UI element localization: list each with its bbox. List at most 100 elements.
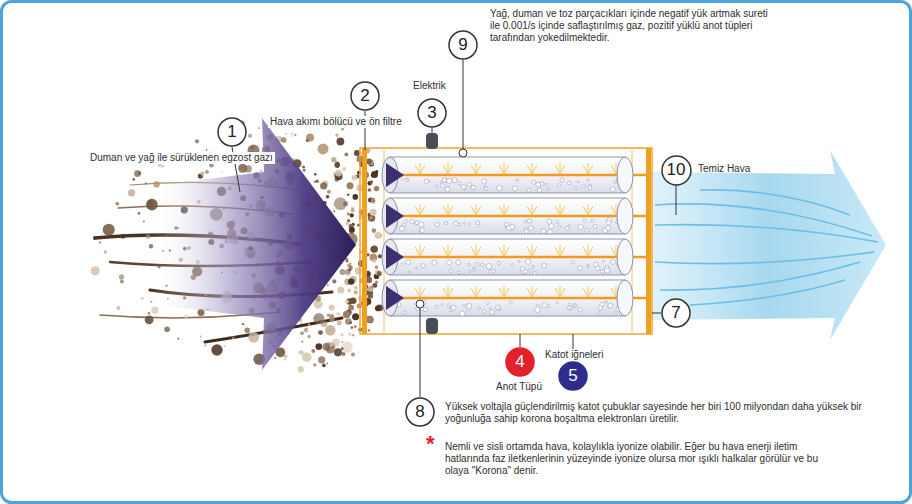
filter-particle	[347, 182, 354, 189]
ion-bubble	[568, 181, 572, 185]
smoke-particle	[133, 178, 135, 180]
inlet-label: Duman ve yağ ile sürüklenen egzost gazı	[88, 152, 275, 164]
tube-end	[617, 198, 633, 234]
leader-line	[676, 185, 677, 215]
ion-bubble	[401, 263, 404, 266]
ion-bubble	[410, 220, 414, 224]
callout-content: 10	[661, 155, 692, 186]
filter-particle	[369, 216, 373, 220]
filter-particle	[375, 281, 378, 284]
smoke-particle	[91, 266, 100, 275]
filter-particle	[348, 265, 352, 269]
smoke-particle	[104, 250, 107, 253]
cathode-rod	[394, 297, 646, 300]
ion-bubble	[608, 303, 613, 308]
filter-particle	[354, 150, 360, 156]
smoke-particle	[274, 357, 276, 359]
callout-number: 5	[568, 367, 577, 385]
callout-circle: 10	[661, 155, 692, 186]
ion-bubble	[484, 187, 488, 191]
smoke-particle	[341, 341, 343, 343]
cathode-needle	[527, 163, 537, 174]
filter-particle	[372, 228, 377, 233]
cathode-needle	[415, 286, 425, 297]
purification-note: Yağ, duman ve toz parçacıkları içinde ne…	[490, 8, 768, 44]
ion-bubble	[490, 310, 495, 315]
filter-particle	[377, 271, 382, 276]
ion-bubble	[483, 310, 487, 314]
callout-circle: 4	[505, 347, 535, 377]
ion-bubble	[458, 271, 461, 274]
smoke-particle	[99, 242, 101, 244]
ion-bubble	[486, 264, 491, 269]
ion-bubble	[513, 186, 518, 191]
anode-tube	[382, 280, 646, 316]
smoke-particle	[336, 312, 340, 316]
smoke-particle	[326, 363, 328, 365]
smoke-particle	[291, 135, 293, 137]
ion-bubble	[610, 187, 615, 192]
smoke-particle	[206, 149, 208, 151]
callout-content: 3	[417, 98, 447, 128]
callout-circle: 9	[448, 30, 478, 60]
smoke-particle	[327, 190, 331, 194]
cathode-rod	[394, 215, 646, 218]
cathode-needle	[471, 286, 481, 297]
tube-end	[617, 239, 633, 275]
ion-bubble	[481, 263, 484, 266]
filter-particle	[344, 153, 348, 157]
cathode-needle	[555, 245, 565, 256]
inflow-arrowhead	[386, 286, 404, 310]
smoke-particle	[248, 134, 252, 138]
ion-bubble	[545, 183, 547, 185]
filter-particle	[378, 254, 382, 258]
filter-particle	[349, 227, 355, 233]
smoke-particle	[138, 212, 141, 215]
smoke-particle	[341, 341, 352, 352]
filter-particle	[375, 305, 381, 311]
filter-particle	[375, 266, 378, 269]
ion-bubble	[468, 263, 471, 266]
smoke-particle	[306, 139, 309, 142]
smoke-particle	[351, 353, 355, 357]
cathode-needle	[499, 204, 509, 215]
smoke-particle	[285, 359, 287, 361]
filter-particle	[375, 232, 382, 239]
ion-bubble	[408, 271, 410, 273]
leader-line	[463, 60, 464, 153]
ion-bubble	[574, 305, 576, 307]
smoke-particle	[335, 170, 342, 177]
ion-bubble	[548, 230, 552, 234]
ion-bubble	[577, 181, 579, 183]
filter-particle	[348, 305, 354, 311]
ion-bubble	[406, 179, 409, 182]
ion-bubble	[405, 220, 408, 223]
prefilter-bar	[362, 148, 367, 334]
ion-bubble	[419, 230, 421, 232]
filter-particle	[371, 246, 378, 253]
filter-particle	[351, 326, 354, 329]
ion-bubble	[606, 226, 611, 231]
smoke-particle	[294, 134, 296, 136]
callout-circle: 2	[350, 81, 380, 111]
filter-particle	[343, 311, 350, 318]
smoke-particle	[134, 170, 141, 177]
smoke-particle	[232, 336, 235, 339]
ion-bubble	[510, 224, 515, 229]
smoke-particle	[302, 166, 305, 169]
ion-bubble	[602, 260, 604, 262]
callout-content: 7	[661, 298, 691, 328]
cathode-needle	[527, 245, 537, 256]
smoke-particle	[301, 323, 303, 325]
cathode-needle	[555, 163, 565, 174]
smoke-particle	[337, 138, 345, 146]
ion-bubble	[614, 181, 617, 184]
filter-particle	[368, 286, 374, 292]
smoke-particle	[164, 326, 170, 332]
cathode-needle	[443, 204, 453, 215]
ion-bubble	[464, 222, 466, 224]
smoke-particle	[244, 324, 246, 326]
filter-particle	[355, 267, 362, 274]
smoke-particle	[342, 352, 346, 356]
footnote-asterisk: *	[426, 433, 435, 455]
